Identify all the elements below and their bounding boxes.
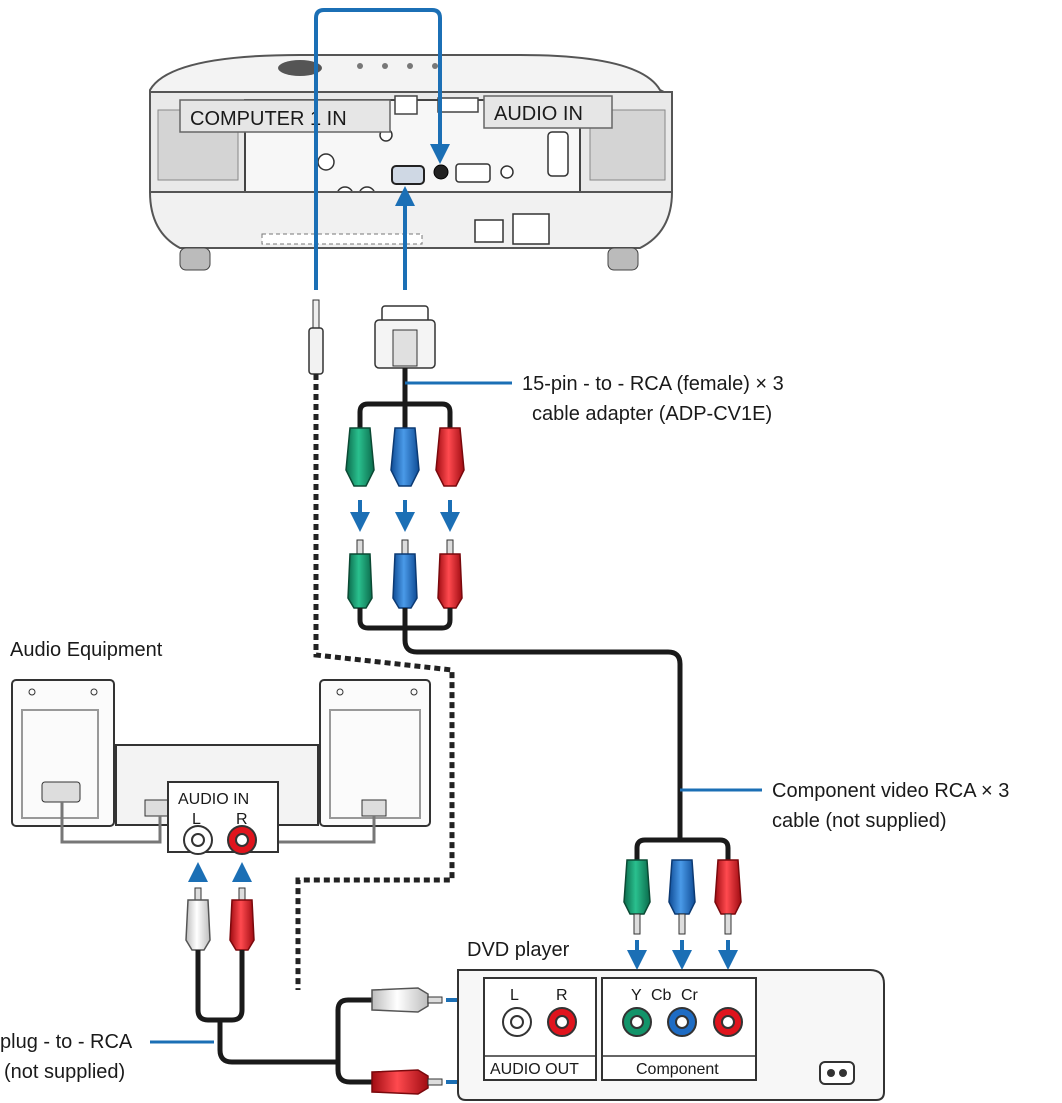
- component-cable-bottom: [623, 837, 742, 970]
- dvd-audio-out-label: AUDIO OUT: [490, 1061, 579, 1078]
- component-plug-blue-top: [392, 553, 418, 609]
- adapter-rca-red: [435, 427, 465, 487]
- audio-rca-cable: [185, 862, 576, 1095]
- dvd-y-label: Y: [631, 987, 642, 1004]
- computer-in-port: [391, 165, 425, 185]
- computer-in-label: COMPUTER 1 IN: [190, 108, 347, 130]
- projector-cables: [314, 8, 450, 290]
- adapter-label-line1: 15-pin - to - RCA (female) × 3: [522, 373, 784, 395]
- dvd-power-socket-icon: [819, 1061, 855, 1085]
- audio-equipment-panel-label: AUDIO IN: [178, 791, 249, 808]
- component-plug-green-top: [347, 553, 373, 609]
- component-plug-blue-bottom: [668, 859, 696, 915]
- component-plug-red-top: [437, 553, 463, 609]
- audio-cable-label-line1: plug - to - RCA: [0, 1031, 133, 1053]
- component-video-cable: [402, 628, 683, 840]
- dvd-audio-out-panel: [483, 977, 597, 1081]
- component-cable-label-line1: Component video RCA × 3: [772, 780, 1009, 802]
- audio-in-label: AUDIO IN: [494, 103, 583, 125]
- audio-equipment-title: Audio Equipment: [10, 639, 163, 661]
- adapter-label-line2: cable adapter (ADP-CV1E): [532, 403, 772, 425]
- dvd-cr-label: Cr: [681, 987, 699, 1004]
- audio-plug-white-top: [185, 899, 211, 951]
- stereo-mini-plug: [308, 299, 324, 375]
- audio-in-port: [433, 164, 449, 180]
- audio-plug-red-top: [229, 899, 255, 951]
- audio-equipment-left-jack: [183, 825, 213, 855]
- audio-equipment: AUDIO IN L R: [11, 679, 431, 855]
- component-plug-green-bottom: [623, 859, 651, 915]
- dvd-player: L R AUDIO OUT Y Cb Cr Component: [457, 969, 885, 1101]
- vga-connector: [374, 305, 436, 400]
- component-plug-red-bottom: [714, 859, 742, 915]
- adapter-rca-green: [345, 427, 375, 487]
- audio-link-line: [314, 8, 450, 290]
- dvd-component-label: Component: [636, 1061, 719, 1078]
- adapter-rca-blue: [390, 427, 420, 487]
- audio-equipment-right-label: R: [236, 811, 248, 828]
- projector: COMPUTER 1 IN AUDIO IN: [148, 54, 674, 271]
- dvd-player-title: DVD player: [467, 939, 570, 961]
- dvd-left-label: L: [510, 987, 519, 1004]
- component-cable-top: [347, 539, 463, 631]
- audio-plug-red-bottom: [371, 1069, 429, 1095]
- adapter-branch: [345, 400, 465, 532]
- lens-icon: [278, 60, 322, 76]
- audio-signal-dotted-path: [295, 374, 455, 990]
- dvd-right-label: R: [556, 987, 568, 1004]
- audio-plug-white-bottom: [371, 987, 429, 1013]
- component-cable-label-line2: cable (not supplied): [772, 810, 947, 832]
- audio-equipment-left-label: L: [192, 811, 201, 828]
- audio-cable-label-line2: (not supplied): [4, 1061, 125, 1083]
- dvd-audio-left-jack: [502, 1007, 532, 1037]
- dvd-cb-label: Cb: [651, 987, 672, 1004]
